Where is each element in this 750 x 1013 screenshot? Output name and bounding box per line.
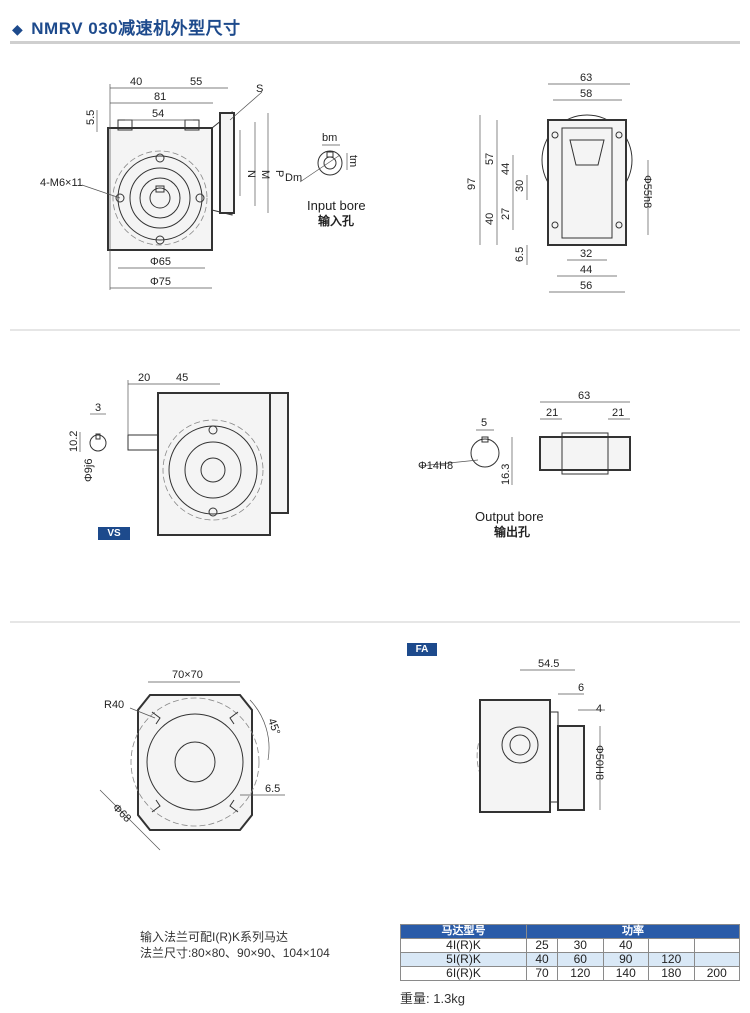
dim-57: 57 xyxy=(484,153,496,165)
vs-view-drawing xyxy=(79,380,289,536)
dim-27: 27 xyxy=(500,208,512,220)
dim-5: 5 xyxy=(481,417,487,429)
dim-4: 4 xyxy=(596,703,602,715)
dim-phi50: Φ50H8 xyxy=(593,745,605,780)
fa-badge: FA xyxy=(407,643,437,656)
dim-21a: 21 xyxy=(546,407,558,419)
vs-badge: VS xyxy=(98,527,130,540)
motor-model: 5I(R)K xyxy=(400,952,527,967)
dim-55: 55 xyxy=(190,76,202,88)
output-bore-label: Output bore xyxy=(475,509,544,524)
table-row: 6I(R)K 70 120 140 180 200 xyxy=(400,966,740,981)
dim-6: 6 xyxy=(578,682,584,694)
motor-note-line1: 输入法兰可配I(R)K系列马达 xyxy=(140,930,288,944)
header-motor-model: 马达型号 xyxy=(400,924,527,939)
dim-s: S xyxy=(256,83,263,95)
dim-44v: 44 xyxy=(500,163,512,175)
power-cell: 140 xyxy=(602,966,650,981)
dim-63b: 63 xyxy=(578,390,590,402)
fa-view-drawing xyxy=(476,669,605,813)
power-cell: 70 xyxy=(525,966,559,981)
motor-model: 4I(R)K xyxy=(400,938,527,953)
motor-model: 6I(R)K xyxy=(400,966,527,981)
header-power: 功率 xyxy=(526,924,740,939)
front-view-drawing xyxy=(81,84,269,290)
page-title: ◆ NMRV 030减速机外型尺寸 xyxy=(12,14,241,39)
power-cell xyxy=(693,938,740,953)
dim-56: 56 xyxy=(580,280,592,292)
power-cell: 200 xyxy=(693,966,740,981)
dim-phi55: Φ55h8 xyxy=(641,175,653,208)
dim-p: P xyxy=(273,170,285,177)
table-header-row: 马达型号 功率 xyxy=(400,924,740,939)
dim-tm: tm xyxy=(347,155,359,167)
power-cell: 120 xyxy=(557,966,604,981)
dim-m: M xyxy=(259,170,271,179)
output-bore-drawing xyxy=(419,401,631,485)
dim-n: N xyxy=(245,170,257,178)
dim-phi9: Φ9j6 xyxy=(83,459,95,482)
table-row: 4I(R)K 25 30 40 xyxy=(400,938,740,953)
power-cell xyxy=(693,952,740,967)
power-cell: 40 xyxy=(525,952,559,967)
power-cell: 120 xyxy=(648,952,695,967)
input-bore-label: Input bore xyxy=(307,198,366,213)
dim-6-5b: 6.5 xyxy=(265,783,280,795)
dim-16-3: 16.3 xyxy=(500,464,512,485)
dim-70x70: 70×70 xyxy=(172,669,203,681)
dim-r40: R40 xyxy=(104,699,124,711)
dim-10-2: 10.2 xyxy=(68,431,80,452)
power-cell: 90 xyxy=(602,952,650,967)
dim-40v: 40 xyxy=(484,213,496,225)
page-title-text: NMRV 030减速机外型尺寸 xyxy=(31,19,241,38)
dim-phi14: Φ14H8 xyxy=(418,460,453,472)
dim-44: 44 xyxy=(580,264,592,276)
power-cell: 40 xyxy=(602,938,650,953)
dim-3: 3 xyxy=(95,402,101,414)
dim-21b: 21 xyxy=(612,407,624,419)
dim-54-5: 54.5 xyxy=(538,658,559,670)
power-cell: 25 xyxy=(525,938,559,953)
dim-phi65: Φ65 xyxy=(150,256,171,268)
diamond-bullet-icon: ◆ xyxy=(12,21,24,37)
title-divider xyxy=(10,41,740,44)
dim-45deg: 45° xyxy=(265,717,282,737)
dim-phi75: Φ75 xyxy=(150,276,171,288)
dim-phi68: Φ68 xyxy=(110,802,133,825)
dim-40: 40 xyxy=(130,76,142,88)
table-row: 5I(R)K 40 60 90 120 xyxy=(400,952,740,967)
side-view-drawing xyxy=(479,83,649,293)
dim-97: 97 xyxy=(466,178,478,190)
dim-45: 45 xyxy=(176,372,188,384)
dim-dm: Dm xyxy=(285,172,302,184)
dim-81: 81 xyxy=(154,91,166,103)
power-cell: 60 xyxy=(557,952,604,967)
dim-5-5: 5.5 xyxy=(85,110,97,125)
power-cell: 180 xyxy=(648,966,695,981)
dim-58: 58 xyxy=(580,88,592,100)
input-bore-label-cn: 输入孔 xyxy=(318,213,354,228)
dim-bm: bm xyxy=(322,132,337,144)
motor-note-line2: 法兰尺寸:80×80、90×90、104×104 xyxy=(140,946,330,960)
motor-power-table: 马达型号 功率 4I(R)K 25 30 40 5I(R)K 40 60 90 … xyxy=(400,924,740,981)
dim-20: 20 xyxy=(138,372,150,384)
dim-6-5: 6.5 xyxy=(514,247,526,262)
power-cell xyxy=(648,938,695,953)
flange-view-drawing xyxy=(99,681,285,851)
output-bore-label-cn: 输出孔 xyxy=(494,524,530,539)
dim-30: 30 xyxy=(514,180,526,192)
dim-54: 54 xyxy=(152,108,164,120)
input-bore-drawing xyxy=(299,144,348,183)
weight-label: 重量: 1.3kg xyxy=(400,991,466,1006)
power-cell: 30 xyxy=(557,938,604,953)
dim-32: 32 xyxy=(580,248,592,260)
dim-holes: 4-M6×11 xyxy=(40,177,83,189)
dim-63: 63 xyxy=(580,72,592,84)
